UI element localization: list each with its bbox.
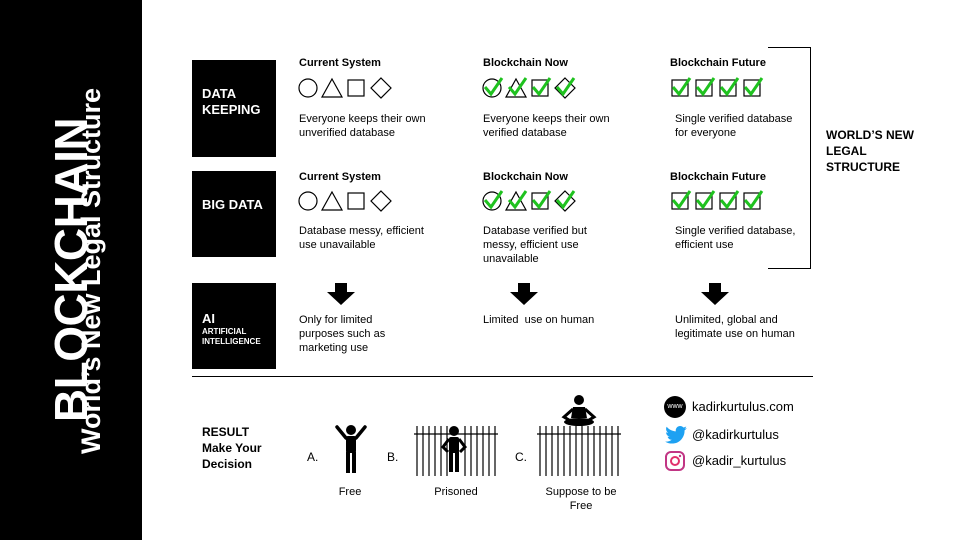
www-icon: www	[664, 396, 686, 418]
now-desc: Limited use on human	[483, 314, 595, 326]
blockchain-now-header: Blockchain Now	[483, 171, 568, 183]
row-label-small: ARTIFICIAL INTELLIGENCE	[202, 327, 261, 346]
prison-bars-icon	[414, 426, 498, 476]
current-desc: Everyone keeps their own unverified data…	[299, 113, 426, 139]
down-arrow-icon	[701, 283, 729, 305]
twitter-icon	[665, 426, 687, 444]
current-system-header: Current System	[299, 171, 381, 183]
sidebar: BLOCKCHAIN World’s New Legal Structure	[0, 0, 142, 540]
shapes-icon	[298, 77, 392, 99]
free-person-icon	[335, 425, 367, 473]
option-caption-b: Prisoned	[434, 486, 478, 498]
shapes-icon	[298, 190, 392, 212]
future-desc: Single verified database for everyone	[675, 113, 793, 139]
website-link[interactable]: kadirkurtulus.com	[692, 399, 794, 414]
instagram-icon	[665, 451, 685, 471]
row-label-text: BIG DATA	[202, 197, 263, 212]
legal-structure-label: WORLD’S NEW LEGAL STRUCTURE	[826, 128, 914, 174]
row-label-text: DATA KEEPING	[202, 86, 261, 117]
blockchain-future-header: Blockchain Future	[670, 57, 766, 69]
row-label-text: AI	[202, 311, 215, 326]
row-label-data-keeping: DATA KEEPING	[192, 60, 276, 157]
option-letter-b: B.	[387, 450, 399, 464]
instagram-link[interactable]: @kadir_kurtulus	[692, 453, 787, 468]
now-desc: Database verified but messy, efficient u…	[483, 225, 587, 265]
blockchain-future-header: Blockchain Future	[670, 171, 766, 183]
option-letter-a: A.	[307, 450, 319, 464]
checked-boxes-icon	[671, 77, 764, 97]
checked-shapes-icon	[482, 190, 576, 212]
blockchain-now-header: Blockchain Now	[483, 57, 568, 69]
result-line: Make Your	[202, 441, 262, 455]
legal-structure-bracket	[768, 47, 811, 269]
option-caption-a: Free	[338, 486, 362, 498]
down-arrow-icon	[327, 283, 355, 305]
now-desc: Everyone keeps their own verified databa…	[483, 113, 610, 139]
current-desc: Only for limited purposes such as market…	[299, 314, 386, 354]
checked-shapes-icon	[482, 77, 576, 99]
option-letter-c: C.	[515, 450, 527, 464]
meditating-on-bars-icon	[537, 395, 621, 476]
current-system-header: Current System	[299, 57, 381, 69]
result-title: RESULT Make Your Decision	[202, 424, 262, 472]
future-desc: Unlimited, global and legitimate use on …	[675, 314, 795, 340]
current-desc: Database messy, efficient use unavailabl…	[299, 225, 424, 251]
checked-boxes-icon	[671, 190, 764, 210]
down-arrow-icon	[510, 283, 538, 305]
option-caption-c: Suppose to be Free	[545, 486, 617, 512]
sidebar-subtitle: World’s New Legal Structure	[76, 87, 106, 455]
row-label-big-data: BIG DATA	[192, 171, 276, 257]
divider	[192, 376, 813, 377]
row-label-ai: AI ARTIFICIAL INTELLIGENCE	[192, 283, 276, 369]
future-desc: Single verified database, efficient use	[675, 225, 796, 251]
result-line: Decision	[202, 457, 253, 471]
twitter-link[interactable]: @kadirkurtulus	[692, 427, 779, 442]
result-line: RESULT	[202, 425, 250, 439]
